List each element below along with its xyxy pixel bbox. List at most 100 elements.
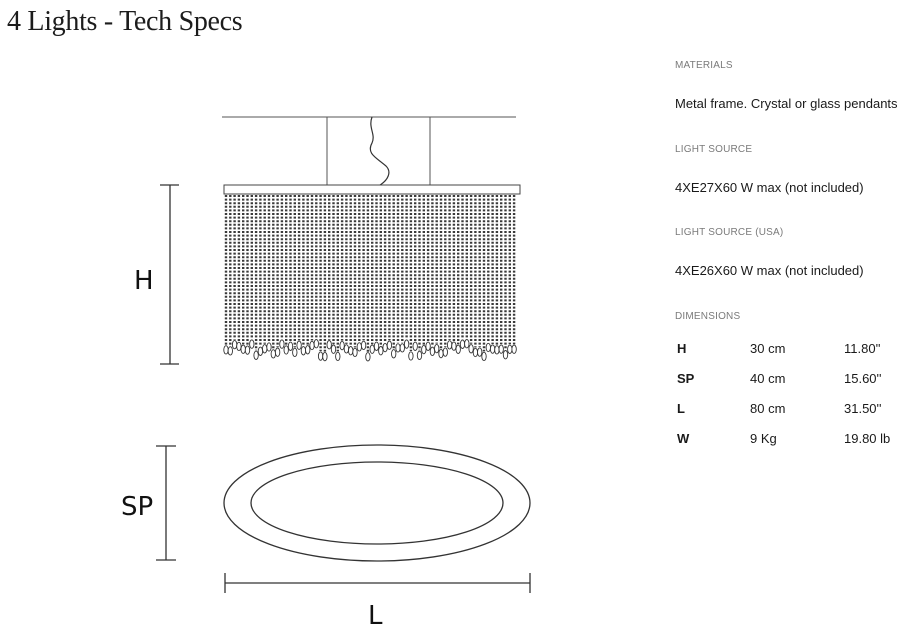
crystal-pendant (412, 341, 418, 351)
crystal-pendant (335, 351, 341, 362)
crystal-pendant (339, 340, 345, 351)
crystal-pendant (317, 351, 324, 361)
dimension-metric: 9 Kg (750, 431, 777, 446)
top-view-inner-ellipse (250, 461, 504, 545)
crystal-pendant (416, 350, 423, 361)
crystal-pendant (266, 342, 272, 352)
dimension-metric: 80 cm (750, 401, 786, 416)
light-source-value: 4XE27X60 W max (not included) (675, 180, 864, 195)
page-title: 4 Lights - Tech Specs (7, 6, 243, 37)
crystal-pendant (348, 346, 354, 356)
crystal-pendant (459, 339, 466, 349)
light-source-usa-label: LIGHT SOURCE (USA) (675, 227, 784, 238)
dimensions-table: H 30 cm 11.80'' SP 40 cm 15.60'' L 80 cm… (675, 340, 900, 460)
dimension-imperial: 31.50'' (844, 401, 882, 416)
crystal-pendant (391, 349, 397, 359)
dimension-row-weight: W 9 Kg 19.80 lb (675, 430, 900, 460)
crystal-pendant (240, 344, 246, 354)
crystal-pendant (223, 345, 229, 355)
crystal-pendant (373, 341, 380, 351)
dimension-key: SP (677, 371, 695, 386)
dimension-row-height: H 30 cm 11.80'' (675, 340, 900, 370)
dimensions-label: DIMENSIONS (675, 311, 741, 322)
dimension-imperial: 11.80'' (844, 341, 881, 356)
crystal-pendant (477, 347, 483, 357)
dimension-metric: 30 cm (750, 341, 786, 356)
dimension-key: W (677, 431, 690, 446)
suspension-cable (369, 116, 390, 186)
crystal-pendant (257, 346, 264, 356)
crystal-pendant (227, 346, 233, 356)
crystal-pendant (365, 352, 371, 362)
crystal-pendant (498, 344, 504, 354)
crystal-pendant (287, 341, 294, 351)
light-source-usa-value: 4XE26X60 W max (not included) (675, 263, 864, 278)
crystal-pendant (326, 340, 332, 350)
crystal-pendant (481, 351, 487, 362)
crystal-pendant (425, 341, 431, 351)
crystal-pendant (279, 339, 285, 349)
crystal-pendant (446, 340, 453, 350)
crystal-pendant (236, 341, 242, 352)
crystal-pendant (369, 344, 375, 354)
crystal-pendant (360, 340, 367, 351)
crystal-pendant (262, 344, 268, 354)
height-label: H (134, 266, 154, 296)
crystal-pendant (249, 339, 255, 349)
top-view-outer-ellipse (223, 444, 531, 562)
crystal-pendant (438, 348, 444, 359)
light-source-label: LIGHT SOURCE (675, 144, 753, 155)
materials-value: Metal frame. Crystal or glass pendants (675, 96, 898, 111)
dimension-key: H (677, 341, 687, 356)
crystal-pendant (309, 340, 315, 351)
crystal-pendant (464, 339, 470, 349)
crystal-pendant (322, 351, 328, 362)
dimension-imperial: 15.60'' (844, 371, 882, 386)
crystal-pendant (507, 344, 513, 354)
crystal-pendant (231, 339, 238, 350)
crystal-pendant (313, 339, 319, 349)
crystal-pendant (434, 343, 440, 354)
crystal-pendant (502, 350, 509, 360)
crystal-pendant (330, 344, 337, 354)
crystal-pendant (378, 346, 384, 356)
dimension-imperial: 19.80 lb (844, 431, 891, 446)
dimension-key: L (677, 401, 685, 416)
crystal-pendant (494, 345, 500, 355)
crystal-pendant (274, 347, 281, 357)
height-dimension-marker (160, 184, 179, 365)
crystal-pendant (305, 345, 311, 355)
crystal-strands (223, 195, 517, 362)
frame-bar (223, 184, 521, 195)
crystal-pendant (399, 343, 405, 353)
crystal-pendant (489, 344, 496, 354)
dimension-row-length: L 80 cm 31.50'' (675, 400, 900, 430)
crystal-pendant (472, 347, 479, 358)
crystal-pendant (451, 341, 457, 351)
crystal-pendant (300, 346, 307, 356)
crystal-pendant (511, 344, 517, 354)
materials-label: MATERIALS (675, 60, 733, 71)
length-label: L (368, 601, 383, 631)
crystal-pendant (468, 344, 474, 354)
crystal-pendant (343, 344, 350, 354)
crystal-pendant (296, 340, 302, 350)
crystal-pendant (270, 349, 276, 359)
crystal-pendant (455, 344, 461, 354)
crystal-pendant (408, 351, 414, 361)
crystal-pendant (253, 350, 259, 360)
crystal-pendant (421, 344, 427, 355)
crystal-pendant (429, 346, 436, 357)
crystal-pendant (244, 345, 251, 355)
projection-dimension-marker (156, 445, 176, 561)
crystal-pendant (395, 343, 401, 353)
canopy (326, 116, 431, 186)
crystal-pendant (485, 342, 491, 353)
crystal-pendant (352, 347, 358, 358)
crystal-pendant (403, 339, 410, 349)
crystal-pendant (382, 342, 388, 353)
crystal-pendant (356, 342, 362, 352)
dimension-metric: 40 cm (750, 371, 786, 386)
crystal-pendant (386, 340, 393, 350)
